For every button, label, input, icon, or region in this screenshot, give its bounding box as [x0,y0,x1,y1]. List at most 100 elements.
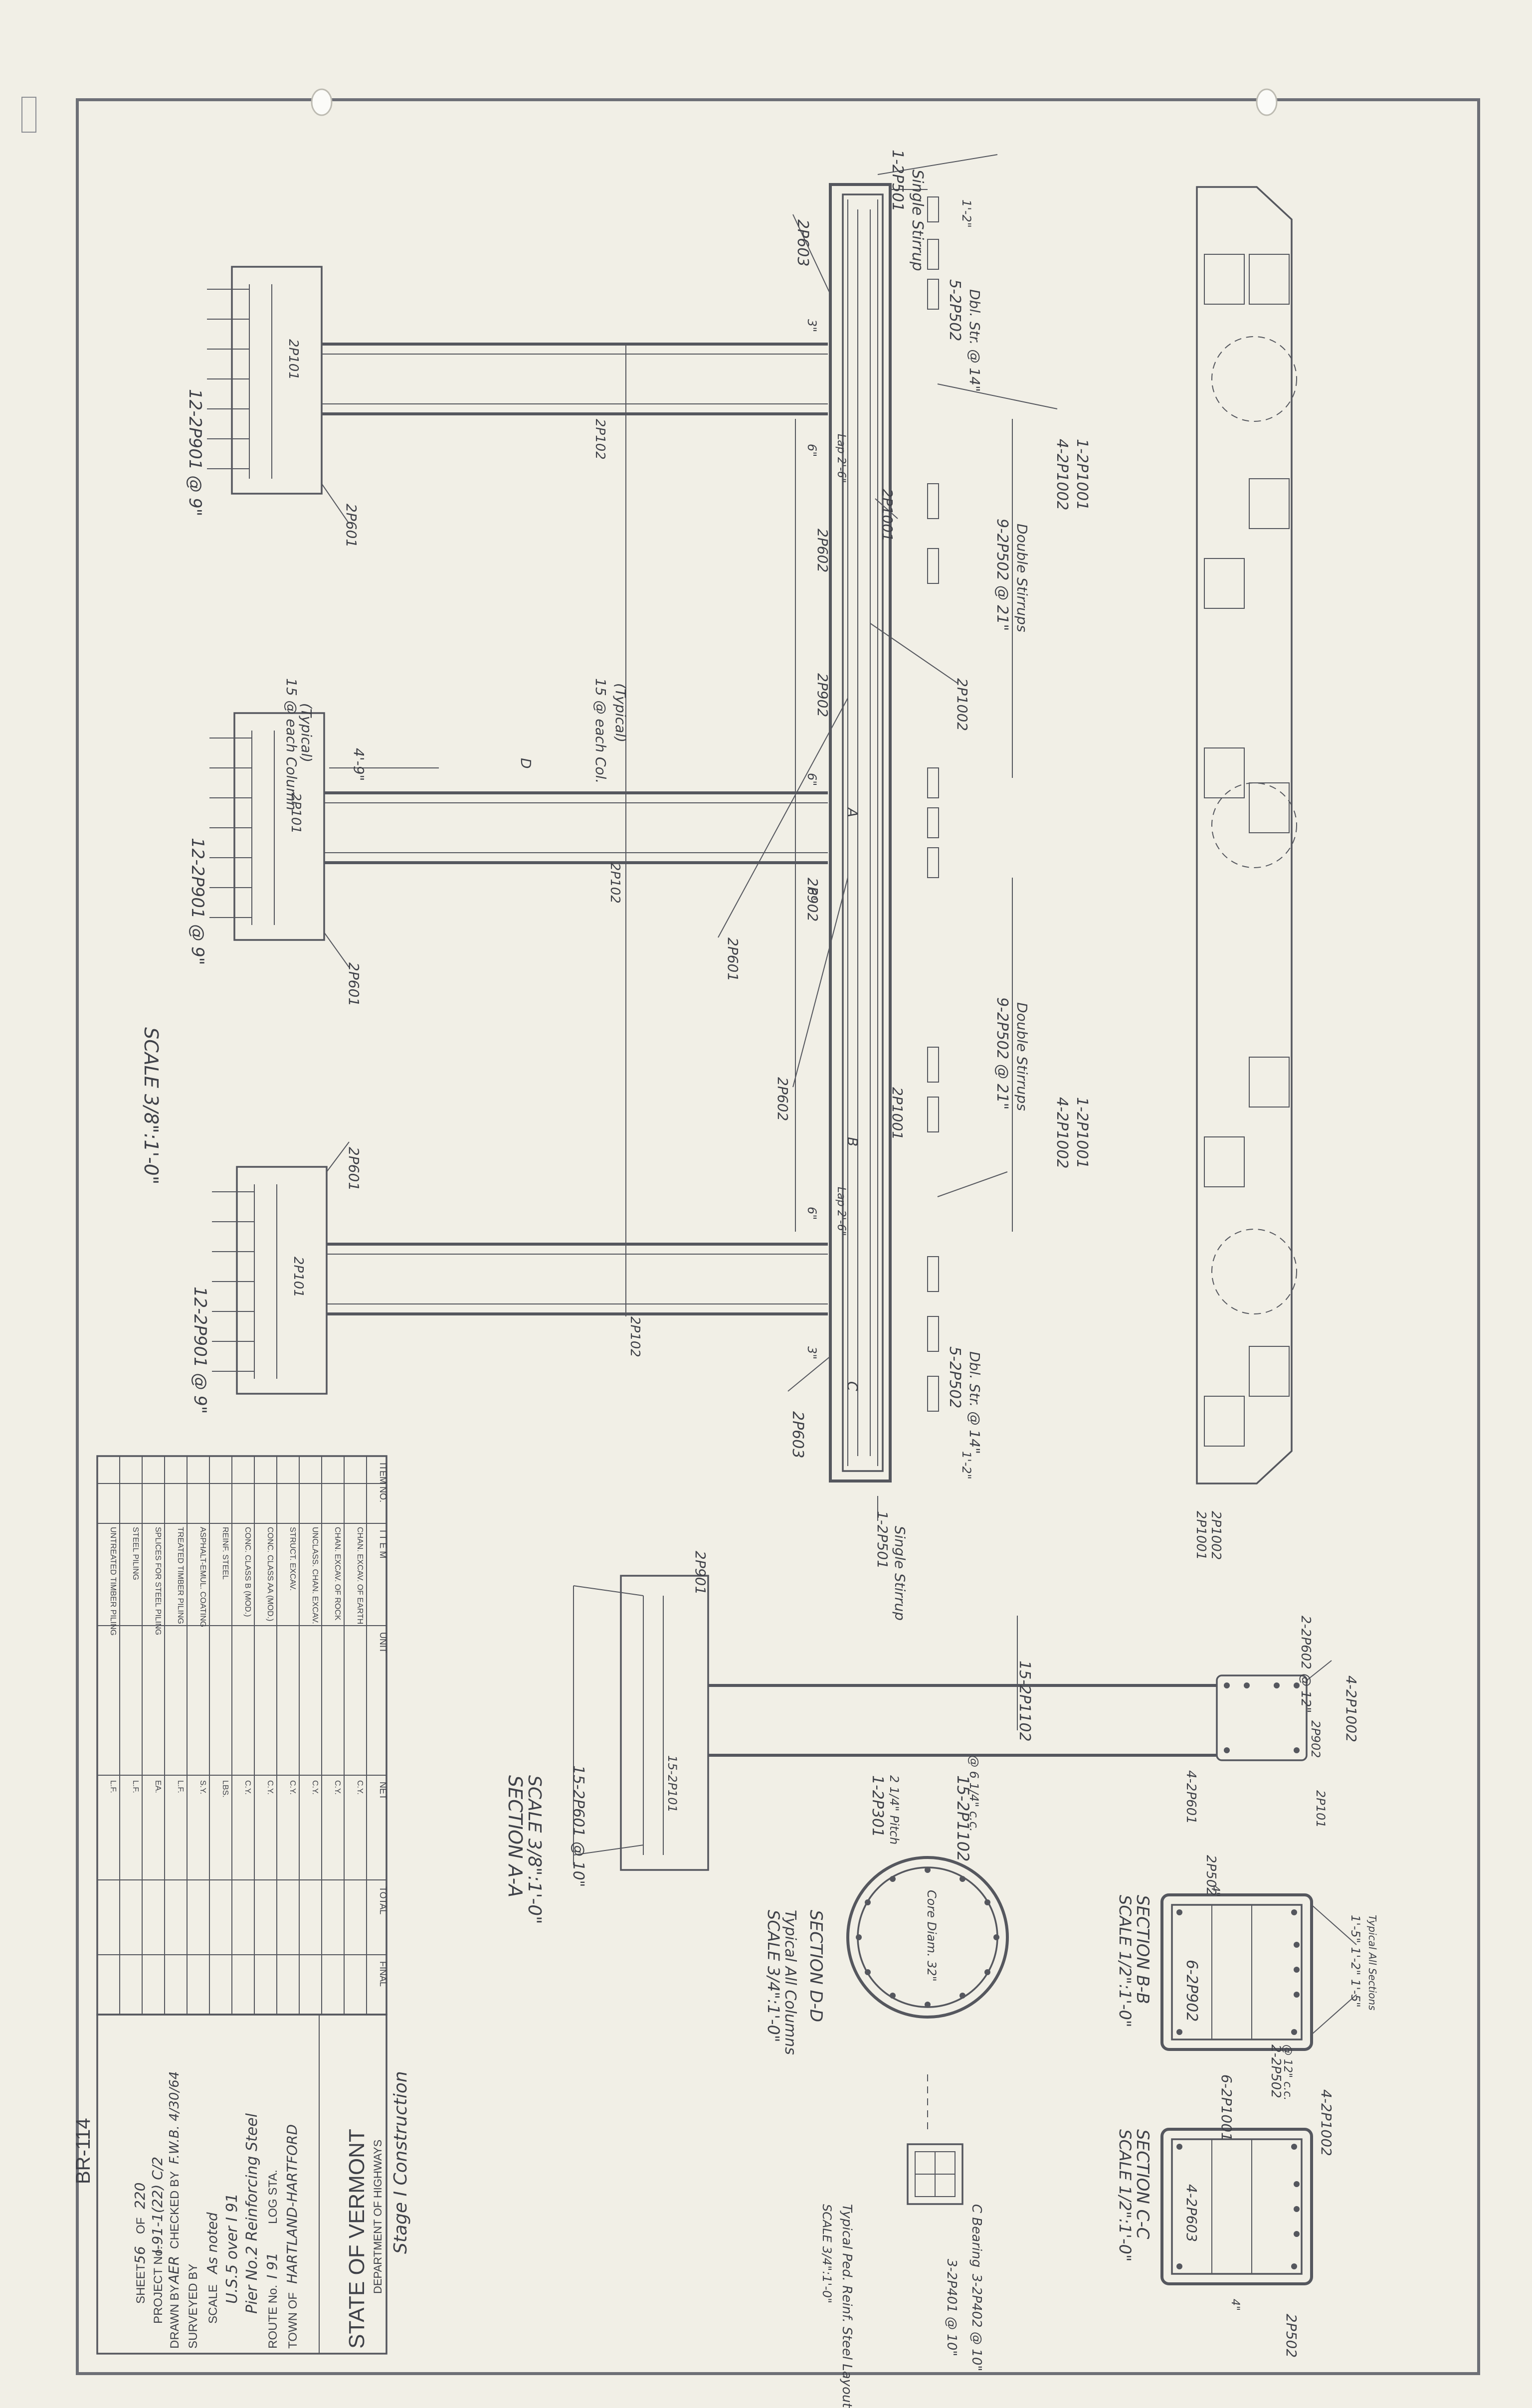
label-sec-d: D [518,758,534,769]
qty-header: FINAL [378,1961,388,1987]
label-typical: (Typical) [612,683,629,742]
stage-label: Stage I Construction [390,2071,411,2254]
label-p101-a: 2P101 [286,339,301,380]
sheet-value: 56 [132,2246,148,2264]
label-p601-a: 2P601 [343,504,360,548]
column-1 [207,266,828,495]
qty-unit: C.Y. [311,1780,319,1795]
label-section-dd-scale: SCALE 3/4":1'-0" [764,1910,783,2042]
qty-unit: C.Y. [333,1780,342,1795]
label-p401: 3-2P401 @ 10" [944,2259,959,2356]
label-sec-b: B [844,1137,861,1146]
qty-item: TREATED TIMBER PILING [176,1527,185,1624]
label-p102-a: 2P102 [592,419,607,460]
leader-lines [321,154,1058,1521]
label-double-stirrups-2b: Double Stirrups [1014,1002,1030,1111]
qty-header: I T E M [378,1530,388,1558]
label-double-stirrups-1b: Double Stirrups [1014,524,1030,632]
column-2 [209,712,828,941]
label-typical2: (Typical) [298,703,315,762]
label-p301: 1-2P301 [869,1775,886,1837]
sheet-total: 220 [132,2183,148,2209]
label-p502-bot: 5-2P502 [946,1346,963,1408]
label-each-column: 15 @ each Column [283,678,300,810]
label-sec-c: C [844,1381,861,1391]
label-p902-a: 2P902 [814,673,831,717]
section-c-c [1160,2128,1313,2285]
label-p1001-bb: 6-2P1001 [1218,2074,1235,2141]
label-p902-sec: 2P902 [1309,1720,1323,1758]
label-lap-b: Lap 2'-6" [835,1187,847,1236]
label-single-stirrup-bot-b: Single Stirrup [892,1526,908,1621]
pedestal-layout [907,2074,963,2205]
vellum-stamp [21,97,36,133]
label-lap-a: Lap 2'-6" [835,434,847,483]
sheet-border [76,98,1480,2375]
qty-item: CHAN. EXCAV. OF ROCK [333,1527,342,1621]
label-p1002-in: 2P1002 [954,678,970,731]
label-pedestal-scale: SCALE 3/4":1'-0" [820,2204,834,2303]
label-p502-sec: 2P502 [1203,1855,1218,1896]
label-dim-3a: 3" [805,319,819,332]
label-double-stirrups-2: 9-2P502 @ 21" [993,997,1011,1110]
label-sec-a: A [844,807,861,817]
label-section-bb: SECTION B-B [1133,1895,1152,2004]
label-p1001-bot: 2P1001 [1193,1511,1208,1560]
label-p502-bb: 2-2P502 [1268,2044,1283,2098]
qty-item: UNTREATED TIMBER PILING [109,1527,117,1636]
label-p603-bot: 2P603 [789,1411,806,1458]
title-block-text: STATE OF VERMONT DEPARTMENT OF HIGHWAYS … [72,2071,411,2349]
qty-unit: L.F. [176,1780,185,1793]
qty-item: CHAN. EXCAV. OF EARTH [356,1527,364,1624]
qty-unit: L.F. [109,1780,117,1793]
label-p1002-mid: 4-2P1002 [1053,1097,1071,1168]
label-spacing: 1'-5" 1'-2" 1'-5" [1348,1915,1362,2008]
title-line-1: Pier No.2 Reinforcing Steel [243,2113,261,2314]
label-section-dd-b: Typical All Columns [781,1910,799,2055]
label-p602-sec: 2-2P602 @ 12" [1298,1616,1313,1713]
label-p901-a: 12-2P901 @ 9" [185,389,205,516]
label-p601: 2P601 [725,937,741,981]
label-p601-sec: 15-2P601 @ 10" [570,1765,587,1887]
label-p102-b: 2P102 [607,863,622,904]
scale-value: As noted [204,2212,220,2275]
qty-unit: S.Y. [198,1780,207,1794]
quantity-table [96,1455,387,2016]
label-p902-b: 2P902 [804,878,821,922]
qty-header: ITEM NO. [378,1463,388,1502]
label-dim-4b: 4" [1229,2299,1241,2311]
label-scale-main: SCALE 3/8":1'-0" [140,1027,162,1184]
log-sta-label: LOG STA. [266,2170,280,2224]
label-p1102-dd-b: @ 6 1/4" c.c. [967,1755,981,1832]
drawn-label: DRAWN BY [168,2285,182,2349]
label-single-stirrup-top: 1-2P501 [889,150,906,211]
checked-label: CHECKED BY [168,2171,182,2249]
section-d-d [846,1856,1009,2019]
label-dim-6b: 6" [805,773,819,786]
label-p101-b: 2P101 [288,793,303,834]
town-label: TOWN OF [286,2292,300,2349]
label-p502-bb-b: @ 12" c.c. [1281,2044,1294,2100]
qty-header: UNIT [378,1632,388,1653]
label-p1001-mid: 1-2P1001 [1073,1097,1091,1168]
label-dim-12b: 1'-2" [959,1451,973,1480]
dimension-lines [329,344,1018,1730]
label-p1002-top: 4-2P1002 [1053,439,1071,510]
label-p1001-in: 2P1001 [879,489,896,542]
label-p902-bb: 6-2P902 [1183,1960,1200,2022]
label-p602-b: 2P602 [774,1077,791,1121]
route-label: ROUTE No. [266,2285,280,2349]
label-single-stirrup-bot: 1-2P501 [874,1511,891,1569]
qty-item: STEEL PILING [131,1527,140,1580]
qty-unit: C.Y. [266,1780,274,1795]
label-p502-top-b: Dbl. Str. @ 14" [966,289,983,392]
qty-item: STRUCT. EXCAV. [288,1527,297,1591]
qty-item: CONC. CLASS AA (MOD.) [266,1527,274,1621]
label-section-cc-scale: SCALE 1/2":1'-0" [1116,2129,1135,2262]
label-p1102-dd: 15-2P1102 [954,1775,972,1861]
project-value: I-91-1(22) C/2 [149,2157,166,2254]
label-dim-4a: 4" [1209,1885,1221,1897]
surveyed-label: SURVEYED BY [187,2264,200,2349]
